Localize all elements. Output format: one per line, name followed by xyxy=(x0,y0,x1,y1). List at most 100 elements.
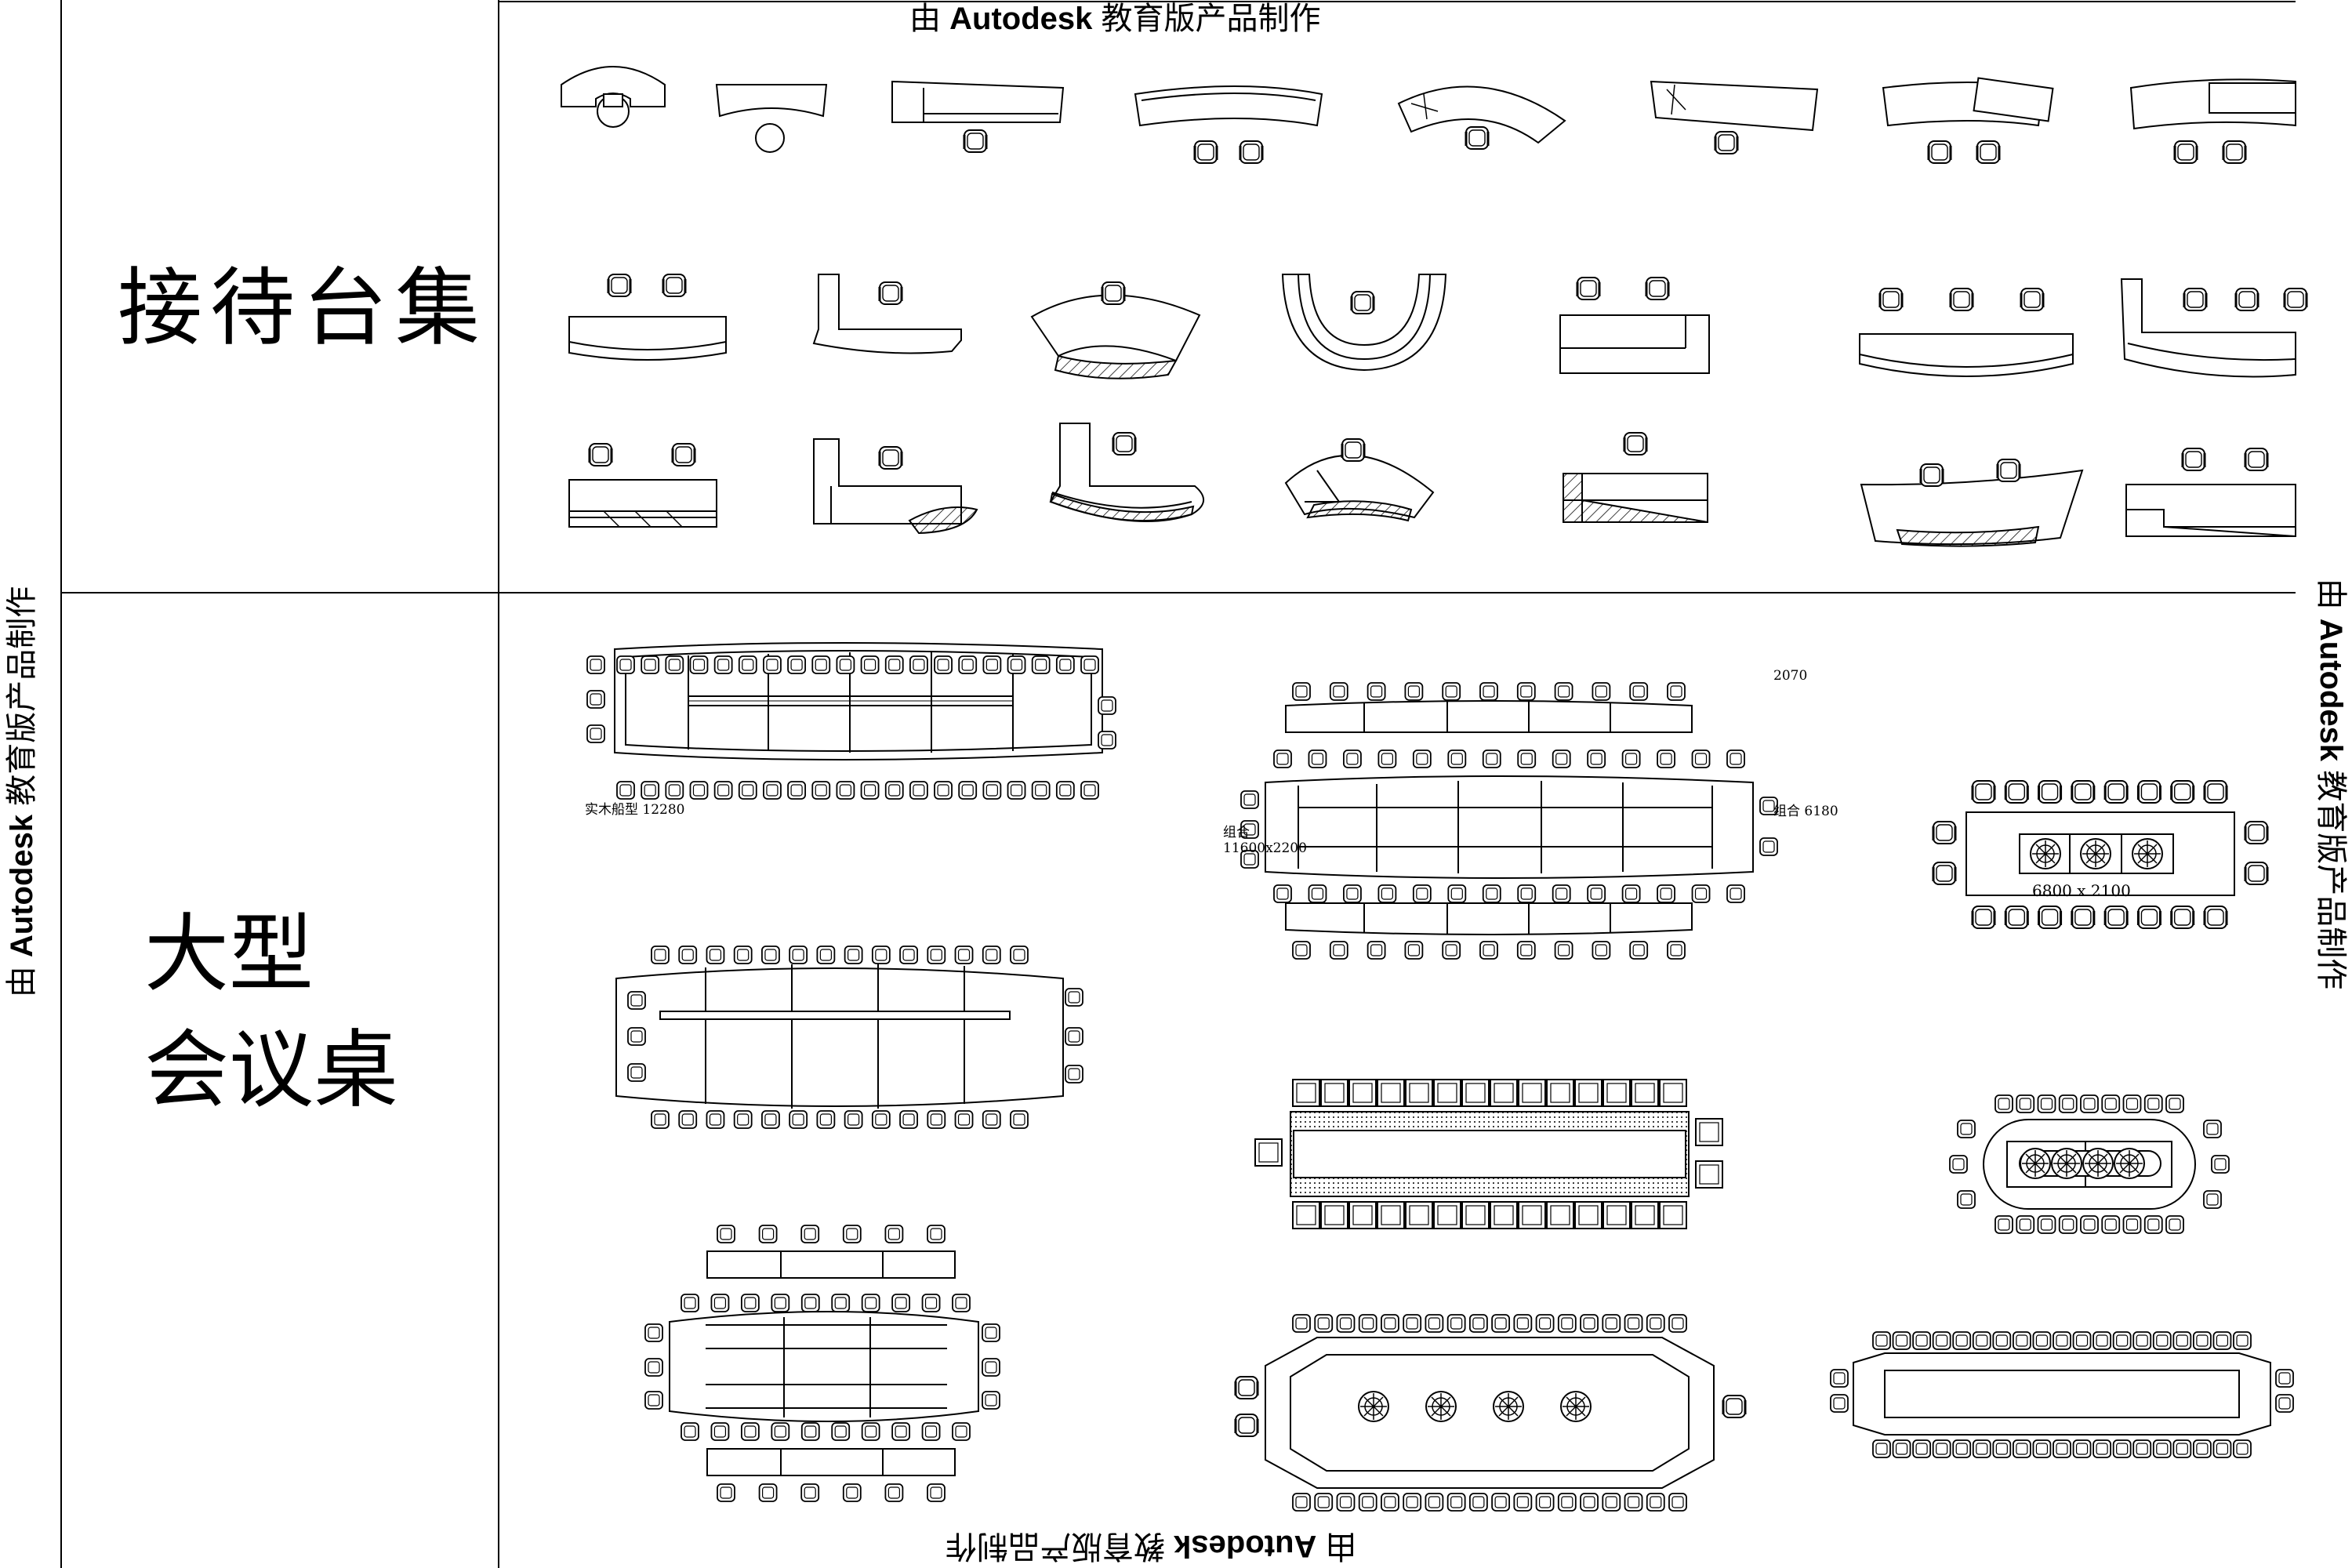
chair-icon xyxy=(771,1422,790,1441)
chair-icon xyxy=(800,1422,820,1441)
chair-icon xyxy=(1667,941,1686,960)
chair-icon xyxy=(1546,1201,1574,1229)
chair-icon xyxy=(1377,750,1397,768)
chair-icon xyxy=(816,1110,836,1129)
chair-icon xyxy=(899,1110,918,1129)
chair-icon xyxy=(800,1483,820,1502)
chair-icon xyxy=(1892,1439,1911,1458)
chair-icon xyxy=(1491,1314,1511,1333)
chair-icon xyxy=(2203,1120,2222,1138)
chair-icon xyxy=(1367,941,1386,960)
chair-icon xyxy=(1468,1314,1488,1333)
chair-icon xyxy=(710,1422,730,1441)
reception-desk-14 xyxy=(1859,287,2074,377)
watermark-suffix: 教育版产品制作 xyxy=(946,1529,1174,1563)
chair-icon xyxy=(1667,682,1686,701)
chair-icon xyxy=(1629,682,1649,701)
chair-icon xyxy=(1461,1079,1490,1107)
chair-icon xyxy=(1292,1079,1320,1107)
chair-icon xyxy=(811,781,831,800)
chair-icon xyxy=(1574,1079,1602,1107)
chair-icon xyxy=(627,1063,646,1082)
chair-icon xyxy=(1517,750,1537,768)
chair-icon xyxy=(2004,905,2029,930)
chair-icon xyxy=(1992,1331,2012,1350)
watermark-prefix: 由 xyxy=(909,2,950,36)
chair-icon xyxy=(2016,1215,2035,1234)
chair-icon xyxy=(842,1225,862,1243)
chair-icon xyxy=(2136,905,2161,930)
chair-icon xyxy=(1646,1314,1665,1333)
chair-icon xyxy=(1892,1331,1911,1350)
chair-icon xyxy=(954,946,974,964)
chair-icon xyxy=(1329,682,1348,701)
chair-icon xyxy=(1580,1314,1599,1333)
chair-icon xyxy=(1348,1079,1377,1107)
chair-icon xyxy=(2103,905,2129,930)
chair-icon xyxy=(1657,750,1675,768)
chair-icon xyxy=(1080,781,1099,800)
chair-icon xyxy=(1932,861,1957,886)
chair-icon xyxy=(952,1422,971,1441)
chair-icon xyxy=(1726,884,1745,903)
chair-icon xyxy=(1007,655,1026,674)
chair-icon xyxy=(2132,1331,2152,1350)
chair-icon xyxy=(627,1027,646,1046)
chair-icon xyxy=(1461,1201,1490,1229)
chair-icon xyxy=(1668,1493,1687,1512)
chair-icon xyxy=(2101,1215,2121,1234)
chair-icon xyxy=(1320,1201,1348,1229)
chair-icon xyxy=(651,946,670,964)
chair-icon xyxy=(616,781,635,800)
chair-icon xyxy=(1404,682,1424,701)
chair-icon xyxy=(1912,1439,1932,1458)
chair-icon xyxy=(927,1110,946,1129)
chair-icon xyxy=(982,1323,1000,1342)
chair-icon xyxy=(1994,1215,2013,1234)
chair-icon xyxy=(681,1422,699,1441)
chair-icon xyxy=(844,1110,863,1129)
chair-icon xyxy=(2038,779,2063,804)
chair-icon xyxy=(761,1110,780,1129)
chair-icon xyxy=(2103,779,2129,804)
chair-icon xyxy=(1308,884,1327,903)
chair-icon xyxy=(1065,1065,1083,1083)
chair-icon xyxy=(710,1294,730,1312)
chair-icon xyxy=(651,1110,670,1129)
chair-icon xyxy=(1343,884,1362,903)
watermark-brand: Autodesk xyxy=(5,814,39,958)
chair-icon xyxy=(1546,1079,1574,1107)
watermark-prefix: 由 xyxy=(1316,1529,1357,1563)
conference-table-combo-6180 xyxy=(1265,700,1754,935)
chair-icon xyxy=(2080,1215,2099,1234)
chair-icon xyxy=(1726,750,1745,768)
dimension-label-2070: 2070 xyxy=(1773,668,1808,684)
dimension-label-combo-6180: 组合 6180 xyxy=(1773,804,1838,819)
chair-icon xyxy=(2233,1331,2252,1350)
chair-icon xyxy=(816,946,836,964)
chair-icon xyxy=(758,1483,778,1502)
chair-icon xyxy=(2092,1439,2112,1458)
chair-icon xyxy=(982,946,1001,964)
chair-icon xyxy=(860,655,880,674)
chair-icon xyxy=(1646,1493,1665,1512)
watermark-brand: Autodesk xyxy=(2314,618,2348,762)
chair-icon xyxy=(2071,779,2096,804)
chair-icon xyxy=(1405,1079,1433,1107)
chair-icon xyxy=(1098,696,1116,715)
dimension-label-11600: 11600x2200 xyxy=(1223,840,1307,856)
chair-icon xyxy=(616,655,635,674)
chair-icon xyxy=(861,1294,880,1312)
chair-icon xyxy=(2132,1439,2152,1458)
chair-icon xyxy=(1554,941,1573,960)
chair-icon xyxy=(763,655,782,674)
chair-icon xyxy=(2032,1439,2052,1458)
chair-icon xyxy=(2012,1439,2031,1458)
chair-icon xyxy=(871,1110,891,1129)
chair-icon xyxy=(1621,884,1641,903)
chair-icon xyxy=(787,655,807,674)
chair-icon xyxy=(2203,779,2228,804)
chair-icon xyxy=(627,991,646,1010)
chair-icon xyxy=(1872,1331,1891,1350)
